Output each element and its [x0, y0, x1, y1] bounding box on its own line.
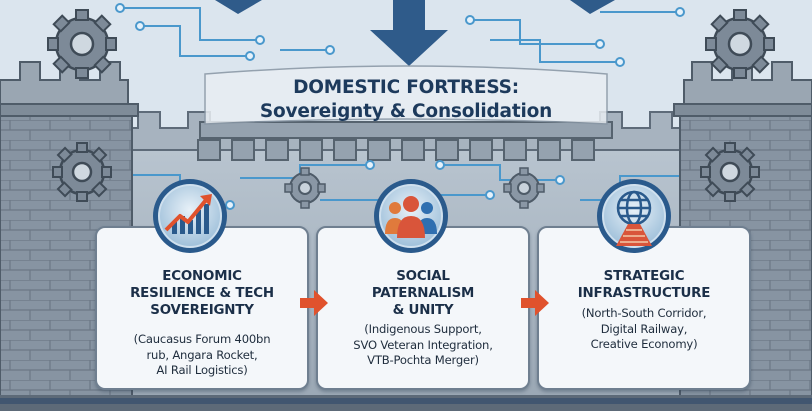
battlement-row [197, 121, 613, 161]
page-title: DOMESTIC FORTRESS: Sovereignty & Consoli… [200, 76, 612, 124]
arrow-right-icon [521, 290, 549, 316]
gear-icon [284, 167, 326, 209]
circuit-lines-top [120, 7, 680, 63]
pillar-title: ECONOMIC RESILIENCE & TECH SOVEREIGNTY [130, 269, 274, 318]
incoming-arrows [215, 0, 615, 66]
pillar-card-infrastructure: STRATEGIC INFRASTRUCTURE (North-South Co… [537, 226, 751, 390]
gear-icon [705, 9, 775, 79]
title-line-1: DOMESTIC FORTRESS: [293, 77, 519, 98]
gear-icon [700, 142, 760, 202]
pillar-title: STRATEGIC INFRASTRUCTURE [577, 269, 711, 301]
gear-icon [503, 167, 545, 209]
title-line-2: Sovereignty & Consolidation [259, 101, 553, 122]
arrow-down-icon [215, 0, 262, 14]
arrow-right-icon [300, 290, 328, 316]
pillar-description: (North-South Corridor, Digital Railway, … [581, 306, 707, 351]
globe-railway-icon [597, 179, 671, 253]
people-group-icon [374, 179, 448, 253]
arrow-down-icon [370, 0, 448, 66]
circuit-nodes [115, 3, 685, 67]
pillar-title: SOCIAL PATERNALISM & UNITY [371, 269, 475, 318]
arrow-down-icon [570, 0, 615, 14]
pillar-description: (Caucasus Forum 400bn rub, Angara Rocket… [133, 332, 271, 377]
gear-icon [52, 142, 112, 202]
pillar-description: (Indigenous Support, SVO Veteran Integra… [353, 322, 493, 367]
title-banner [204, 65, 608, 125]
rising-chart-icon [153, 179, 227, 253]
gear-icon [47, 9, 117, 79]
